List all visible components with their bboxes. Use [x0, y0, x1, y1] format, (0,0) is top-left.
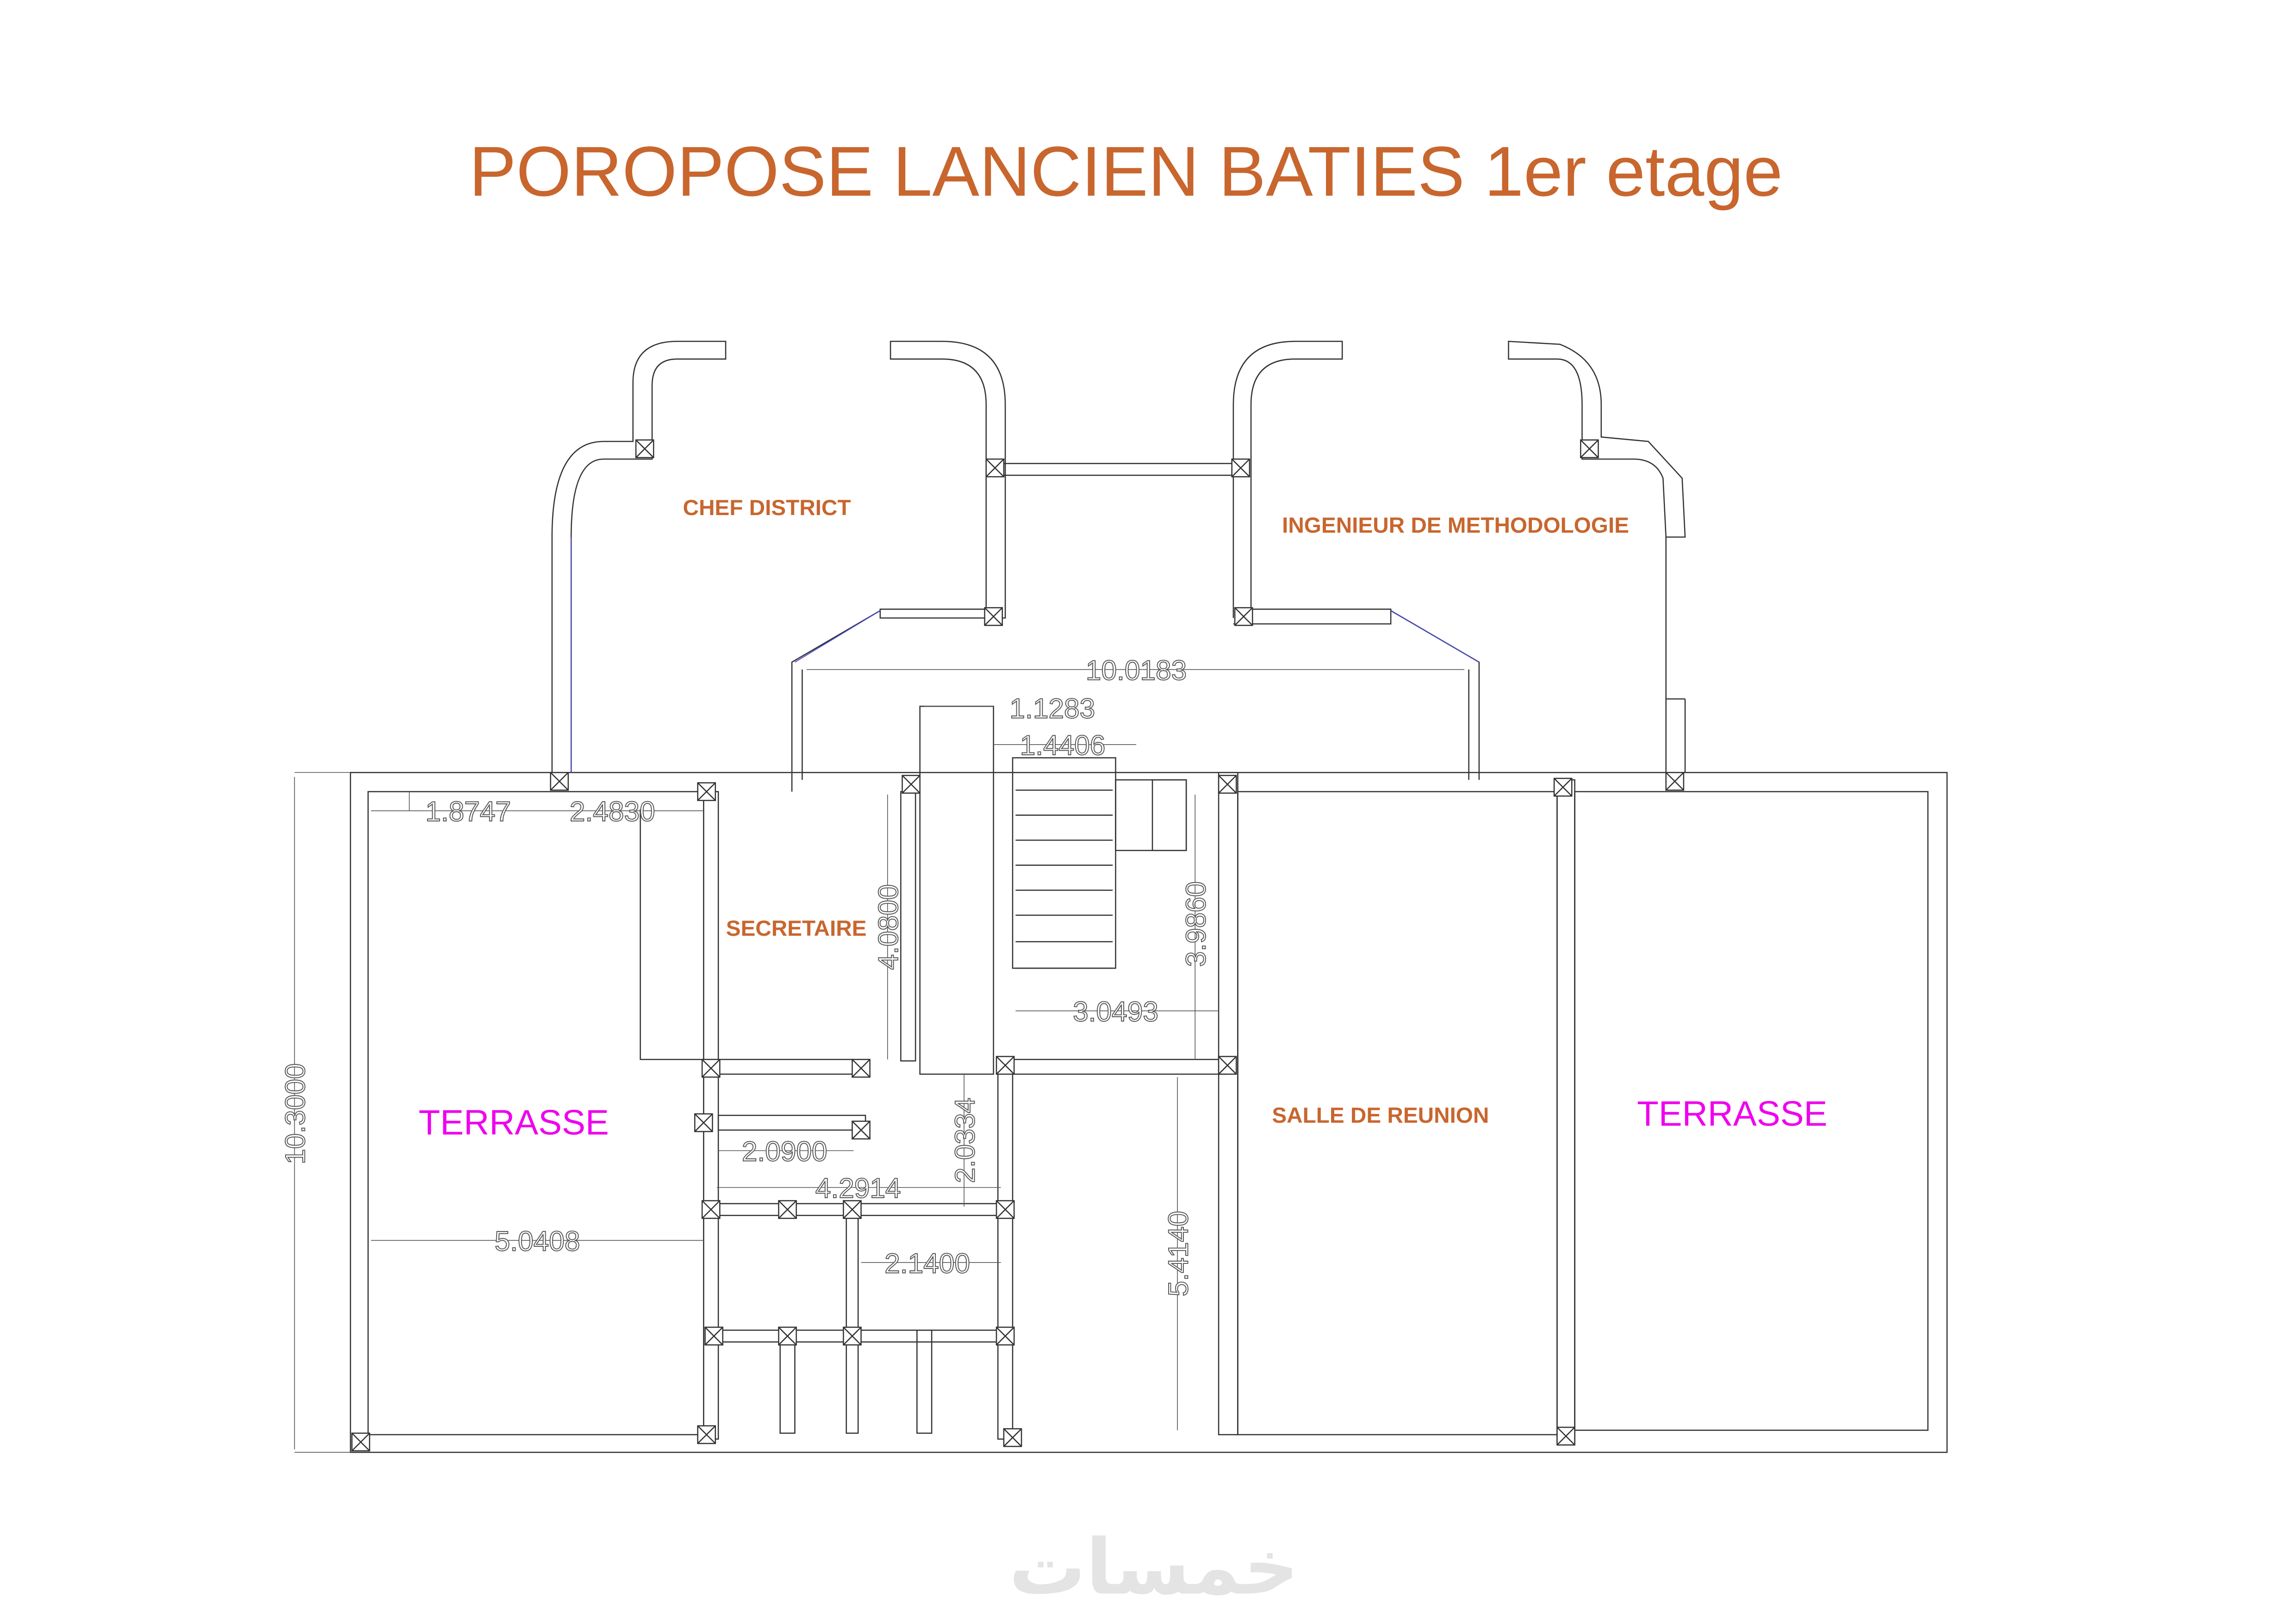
dim-5-0408: 5.0408: [495, 1225, 580, 1257]
dim-4-0800: 4.0800: [872, 884, 904, 970]
walls: [349, 341, 1948, 1453]
plan-title: POROPOSE LANCIEN BATIES 1er etage: [469, 132, 1783, 211]
dim-2-1400: 2.1400: [884, 1247, 970, 1279]
room-label-secretaire: SECRETAIRE: [726, 916, 867, 941]
room-label-terrasse-left: TERRASSE: [418, 1103, 609, 1142]
watermark-logo: خمسات: [1009, 1523, 1299, 1611]
dim-1-4406: 1.4406: [1020, 729, 1106, 761]
dim-1-1283: 1.1283: [1009, 693, 1095, 724]
dim-2-0334: 2.0334: [949, 1098, 980, 1183]
dim-3-9860: 3.9860: [1180, 881, 1212, 967]
staircase: [1012, 757, 1187, 969]
dim-10-3000: 10.3000: [280, 1063, 311, 1164]
dim-2-0900: 2.0900: [742, 1136, 828, 1167]
dim-10-0183: 10.0183: [1086, 654, 1187, 686]
dim-3-0493: 3.0493: [1073, 996, 1158, 1027]
dim-4-2914: 4.2914: [815, 1172, 901, 1204]
dim-1-8747: 1.8747: [425, 796, 511, 827]
room-label-ingenieur: INGENIEUR DE METHODOLOGIE: [1282, 513, 1629, 538]
room-label-terrasse-right: TERRASSE: [1637, 1094, 1827, 1133]
room-label-salle-reunion: SALLE DE REUNION: [1272, 1103, 1489, 1128]
dim-5-4140: 5.4140: [1162, 1211, 1194, 1297]
dim-2-4830: 2.4830: [570, 796, 655, 827]
room-label-chef-district: CHEF DISTRICT: [683, 496, 851, 520]
dimensions: 10.0183 1.1283 1.4406 1.8747 2.4830 4.08…: [279, 654, 1465, 1453]
